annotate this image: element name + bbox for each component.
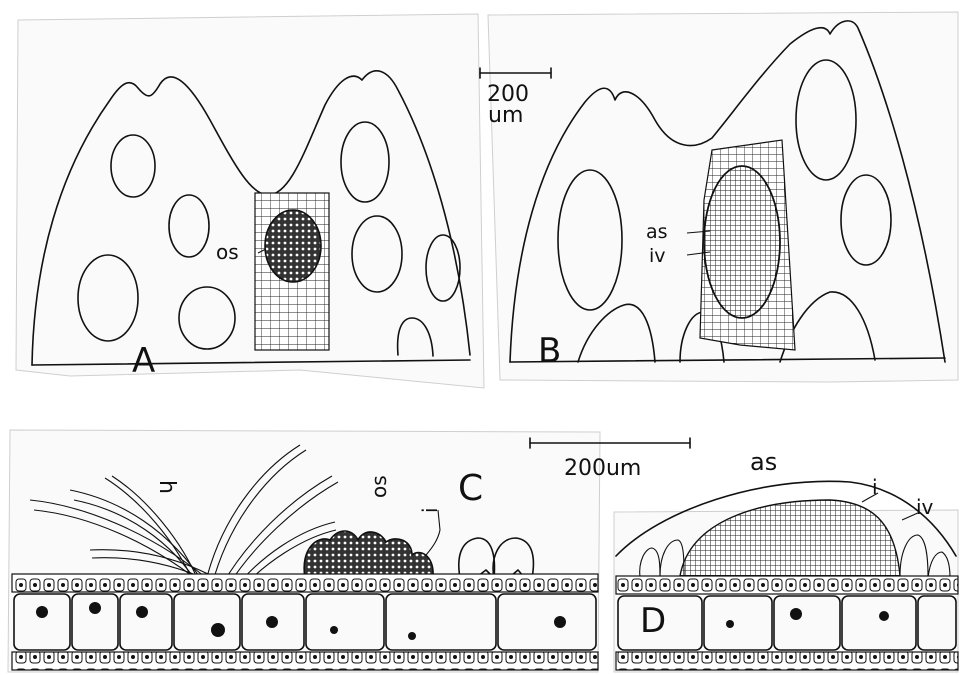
panel-label-d: D: [640, 601, 666, 641]
label-i-d: i: [872, 475, 878, 499]
panel-label-b: B: [538, 331, 561, 371]
label-i-c: i: [418, 507, 442, 513]
scale-bar-top-unit: um: [488, 103, 523, 128]
cortex-top-d: [616, 576, 958, 594]
panel-label-a: A: [132, 341, 155, 381]
label-os-c: os: [367, 475, 391, 498]
cortex-bottom: [12, 652, 598, 670]
cortex-bottom-d: [616, 652, 958, 670]
panel-label-c: C: [458, 468, 483, 509]
label-as-b: as: [646, 221, 668, 243]
label-iv-d: iv: [916, 495, 934, 519]
label-os-a: os: [216, 240, 239, 264]
oogonial-sorus: [265, 210, 321, 282]
panel-c: h os i C: [8, 430, 600, 672]
cortex-top: [12, 574, 598, 592]
scale-bar-bottom-label: 200um: [564, 456, 641, 481]
panel-a: os A: [16, 14, 484, 388]
label-h: h: [154, 480, 179, 494]
label-iv-b: iv: [649, 245, 666, 267]
panel-b: as iv B: [488, 12, 958, 382]
label-as-d: as: [750, 448, 777, 476]
antheridial-sorus: [704, 166, 780, 318]
